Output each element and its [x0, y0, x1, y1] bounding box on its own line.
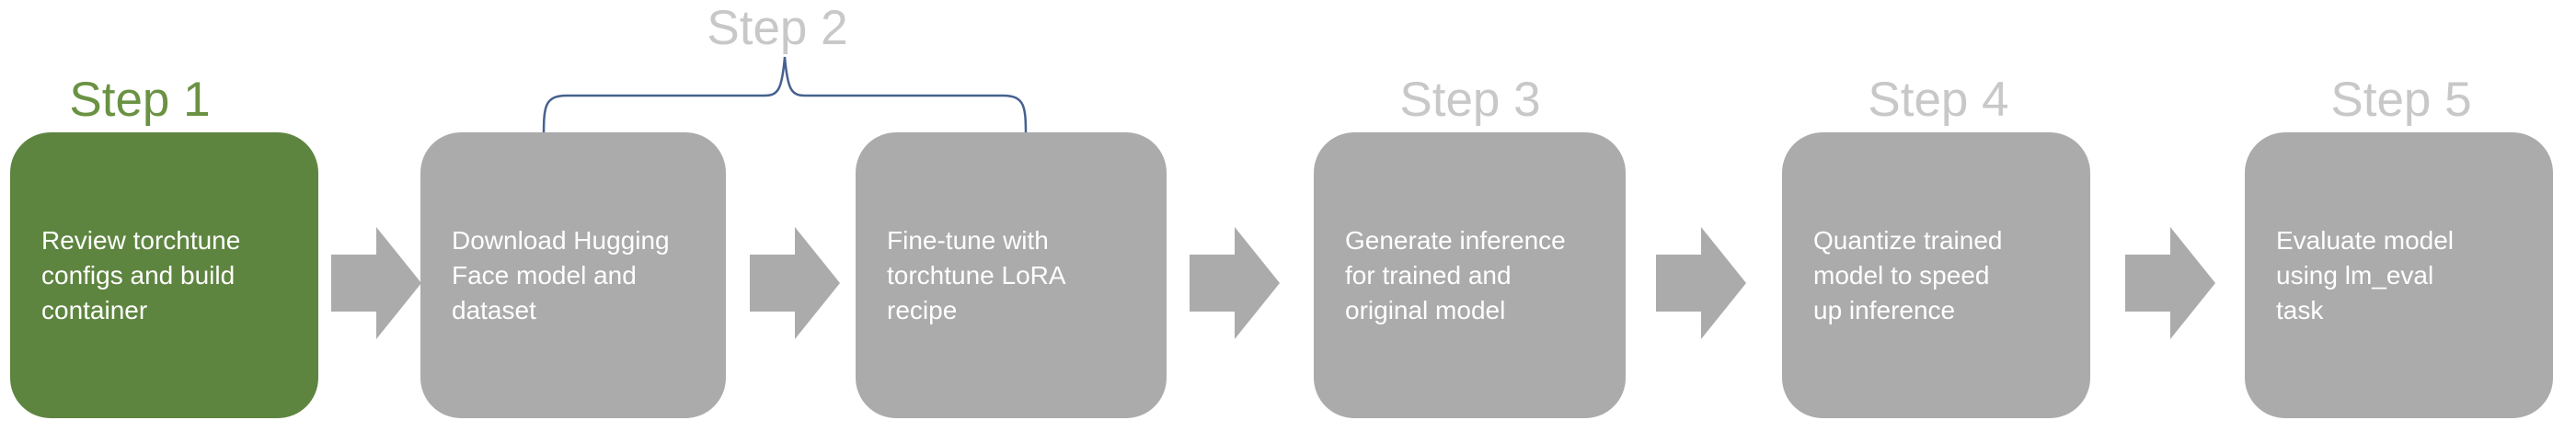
box-text-line: up inference	[1813, 295, 1956, 324]
flow-arrow-icon	[1190, 227, 1280, 339]
box-text-line: recipe	[887, 295, 958, 324]
box-text-line: using lm_eval	[2276, 260, 2434, 290]
flow-arrow-icon	[1656, 227, 1746, 339]
flow-arrow-icon	[2125, 227, 2215, 339]
flow-arrow-icon	[750, 227, 840, 339]
box-text-line: Download Hugging	[452, 225, 670, 255]
box-text-line: Review torchtune	[41, 225, 241, 255]
box-text-line: configs and build	[41, 260, 236, 290]
flow-arrow-icon	[331, 227, 421, 339]
step-2-finetune-box: Fine-tune with torchtune LoRA recipe	[856, 132, 1167, 418]
box-text-line: torchtune LoRA	[887, 260, 1066, 290]
step-3-label: Step 3	[1399, 73, 1541, 127]
box-text-line: Fine-tune with	[887, 225, 1049, 255]
step-4-box: Quantize trained model to speed up infer…	[1782, 132, 2090, 418]
box-text-line: Face model and	[452, 260, 637, 290]
step-1-label: Step 1	[69, 73, 211, 127]
box-text-line: original model	[1345, 295, 1506, 324]
box-text-line: model to speed	[1813, 260, 1990, 290]
step-3-box: Generate inference for trained and origi…	[1314, 132, 1626, 418]
box-text-line: task	[2276, 295, 2324, 324]
step-5-label: Step 5	[2330, 73, 2472, 127]
box-text-line: container	[41, 295, 148, 324]
box-text-line: dataset	[452, 295, 536, 324]
box-text-line: Quantize trained	[1813, 225, 2003, 255]
step-2-download-box: Download Hugging Face model and dataset	[420, 132, 726, 418]
box-text-line: Generate inference	[1345, 225, 1566, 255]
step-5-box: Evaluate model using lm_eval task	[2245, 132, 2553, 418]
step-2-brace-icon	[542, 56, 1028, 138]
box-text-line: Evaluate model	[2276, 225, 2455, 255]
box-text-line: for trained and	[1345, 260, 1512, 290]
step-2-label: Step 2	[707, 1, 848, 55]
step-4-label: Step 4	[1868, 73, 2009, 127]
step-1-box: Review torchtune configs and build conta…	[10, 132, 318, 418]
